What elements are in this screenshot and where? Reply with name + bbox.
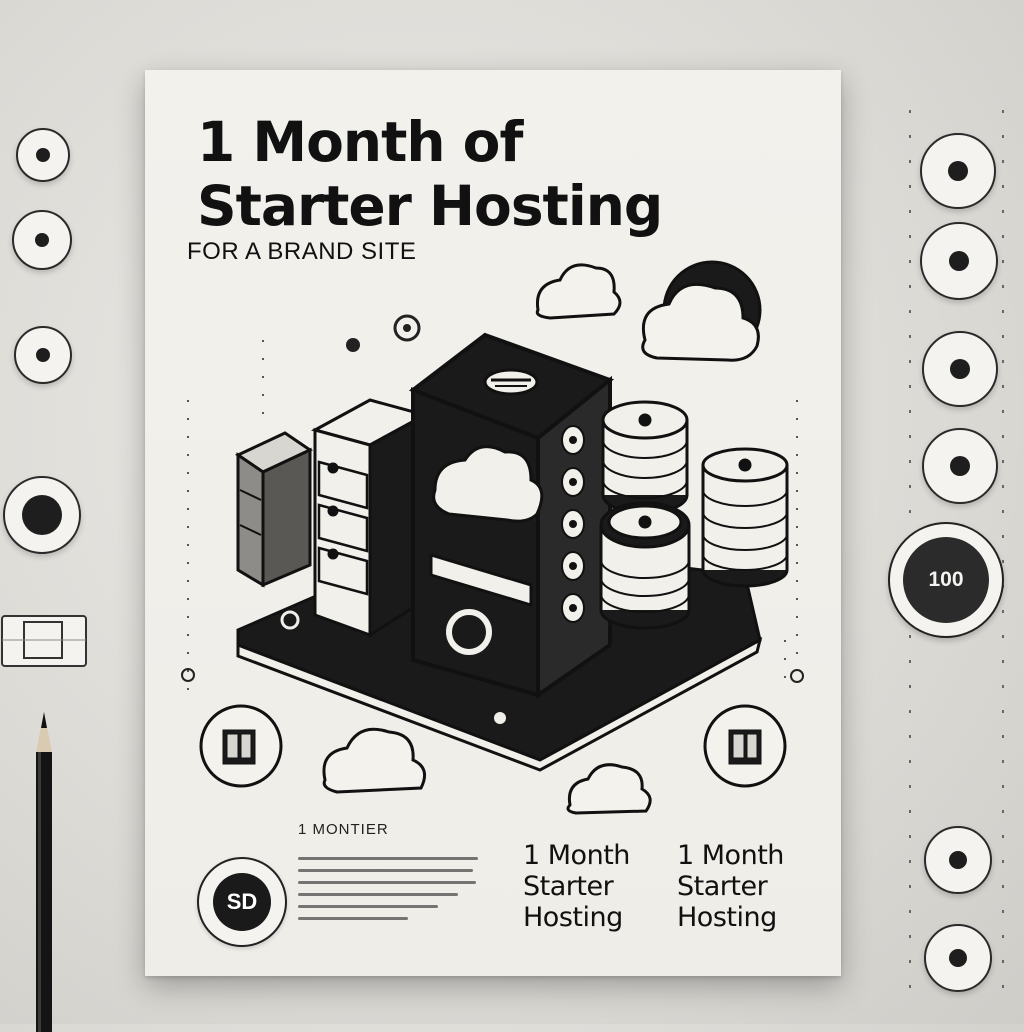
poster-subtitle: FOR A BRAND SITE [187,238,417,265]
server-rack-small [234,431,314,588]
stack-right-line-1: 1 Month [677,840,784,871]
body-text-lines [298,857,478,929]
server-badge-right [703,704,787,788]
stack-right: 1 Month Starter Hosting [677,840,784,933]
small-label: 1 MONTIER [298,821,389,838]
decor-button-left-1 [16,128,70,182]
clip-icon [1,615,87,667]
decor-button-right-4 [922,428,998,504]
stack-left-line-3: Hosting [523,902,623,933]
badge-sd-label: SD [213,873,271,931]
server-illustration [181,260,804,815]
server-tower [408,332,615,699]
stack-right-line-3: Hosting [677,902,777,933]
decor-button-left-3 [14,326,72,384]
server-badge-left [199,704,283,788]
server-rack-medium [311,398,429,638]
decor-button-right-1 [920,133,996,209]
decor-button-right-6 [924,924,992,992]
poster: 1 Month of Starter Hosting FOR A BRAND S… [145,70,841,976]
badge-sd: SD [197,857,287,947]
poster-title-line-2: Starter Hosting [197,174,663,238]
badge-100: 100 [888,522,1004,638]
pencil-icon [36,712,52,1032]
stack-left: 1 Month Starter Hosting [523,840,630,933]
badge-100-label: 100 [903,537,989,623]
stack-left-line-1: 1 Month [523,840,630,871]
poster-title: 1 Month of Starter Hosting [197,110,663,238]
decor-button-right-3 [922,331,998,407]
stack-left-line-2: Starter [523,871,614,902]
decor-button-right-2 [920,222,998,300]
cloud-icon [432,445,544,523]
cloud-icons [322,260,762,815]
decor-button-left-2 [12,210,72,270]
stack-right-line-2: Starter [677,871,768,902]
database-icon [599,400,789,630]
decor-button-right-5 [924,826,992,894]
poster-title-line-1: 1 Month of [197,110,523,174]
decor-button-left-4 [3,476,81,554]
